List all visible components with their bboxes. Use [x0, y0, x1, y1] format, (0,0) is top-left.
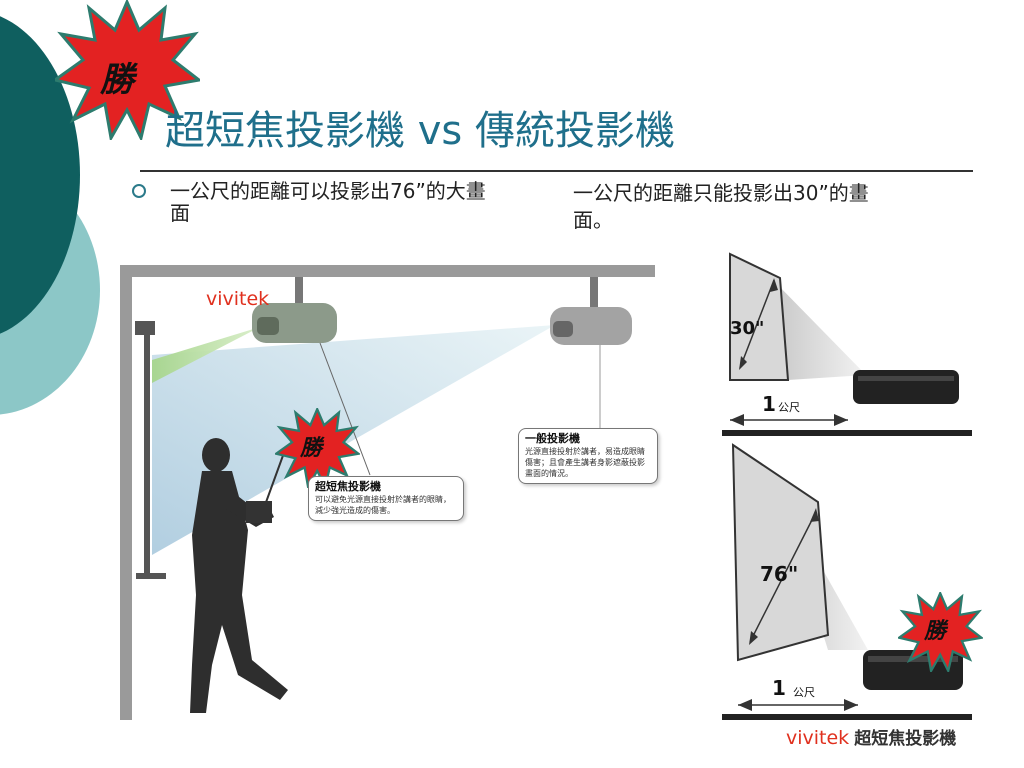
- normal-callout: 一般投影機 光源直接投射於講者，易造成眼睛傷害；且會產生講者身影遮蔽投影畫面的情…: [518, 428, 658, 484]
- room-brand-label: vivitek: [206, 288, 270, 310]
- win-badge-top: 勝: [100, 60, 134, 100]
- ust-callout: 超短焦投影機 可以避免光源直接投射於講者的眼睛，減少強光造成的傷害。: [308, 476, 464, 521]
- top-distance-number: 1: [762, 392, 776, 416]
- top-screen-size: 30": [730, 318, 765, 339]
- room-illustration: [120, 265, 655, 720]
- win-star-bottom: [898, 592, 983, 672]
- win-badge-middle: 勝: [300, 435, 323, 461]
- bottom-screen-size: 76": [760, 562, 799, 586]
- top-distance-unit: 公尺: [778, 401, 800, 414]
- footer-product: 超短焦投影機: [854, 729, 957, 749]
- footer-brand: vivitek: [786, 727, 850, 749]
- bullet-ust-text: 一公尺的距離可以投影出76”的大畫面: [170, 179, 486, 225]
- win-star-middle: [275, 408, 360, 488]
- bullet-marker: [132, 184, 146, 198]
- bottom-distance-number: 1: [772, 676, 786, 700]
- bottom-distance-unit: 公尺: [793, 686, 815, 699]
- slide-title: 超短焦投影機 vs 傳統投影機: [165, 108, 675, 154]
- win-badge-bottom: 勝: [924, 618, 947, 644]
- ust-callout-title: 超短焦投影機: [315, 480, 381, 493]
- title-divider: [140, 170, 973, 172]
- ust-callout-text: 可以避免光源直接投射於講者的眼睛，減少強光造成的傷害。: [315, 495, 451, 515]
- normal-callout-text: 光源直接投射於講者，易造成眼睛傷害；且會產生講者身影遮蔽投影畫面的情況。: [525, 447, 645, 478]
- normal-projector-text: 一公尺的距離只能投影出30”的畫面。: [573, 181, 869, 232]
- decorative-circles: [0, 16, 100, 415]
- screen-comparison-diagram: [722, 252, 972, 720]
- normal-callout-title: 一般投影機: [525, 432, 580, 445]
- footer-branding: vivitek 超短焦投影機: [786, 724, 956, 749]
- win-star-top: [55, 0, 200, 140]
